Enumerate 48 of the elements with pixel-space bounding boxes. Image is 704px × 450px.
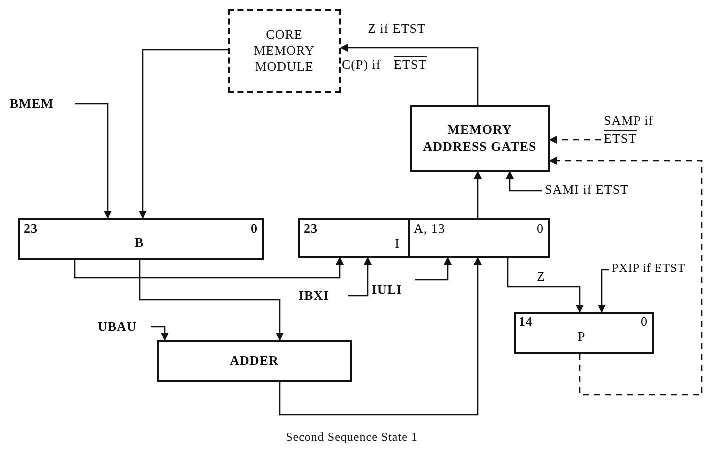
register-label: 23 (304, 222, 318, 237)
edge-label: Z if ETST (368, 22, 426, 37)
dashed-signal-line (549, 157, 703, 396)
signal-label: ETST (604, 132, 638, 147)
dashed-signal-line (549, 136, 601, 144)
register-box (514, 312, 654, 354)
unit-box (157, 340, 352, 382)
signal-label: IBXI (299, 289, 330, 304)
signal-line (139, 260, 284, 341)
unit-box (410, 105, 550, 172)
register-box (408, 218, 550, 258)
signal-label: IULI (372, 283, 402, 298)
register-box (18, 218, 264, 260)
signal-line (507, 258, 584, 313)
signal-line (474, 171, 482, 218)
signal-line (415, 257, 452, 281)
signal-label: SAMI if ETST (545, 183, 629, 198)
register-box (298, 218, 410, 258)
register-label: 0 (537, 222, 544, 237)
edge-label: Z (537, 270, 546, 285)
register-label: 14 (519, 315, 533, 330)
signal-label: UBAU (98, 320, 137, 335)
caption: Second Sequence State 1 (285, 430, 419, 445)
unit-label: CORE MEMORY MODULE (253, 26, 316, 76)
signal-label: BMEM (10, 97, 54, 112)
signal-line (506, 171, 542, 192)
signal-line (151, 326, 169, 341)
register-label: I (395, 237, 400, 252)
signal-line (348, 257, 372, 297)
register-label: 0 (251, 222, 258, 237)
signal-line (598, 269, 609, 313)
signal-line (74, 257, 344, 279)
signal-label: ETST (394, 58, 428, 73)
unit-label: ADDER (229, 352, 280, 370)
register-label: 23 (24, 222, 38, 237)
signal-line (340, 44, 479, 105)
signal-label: SAMP if (604, 114, 654, 129)
signal-label: C(P) if (342, 58, 382, 73)
signal-label: PXIP if ETST (612, 262, 686, 276)
signal-line (279, 257, 482, 416)
register-label: A, 13 (414, 222, 446, 237)
signal-line (139, 49, 228, 219)
register-label: 0 (641, 315, 648, 330)
signal-line (75, 103, 112, 219)
register-label: P (578, 330, 586, 345)
unit-label: MEMORY ADDRESS GATES (422, 121, 538, 156)
register-label: B (135, 236, 144, 251)
memory-module-box (228, 9, 341, 93)
